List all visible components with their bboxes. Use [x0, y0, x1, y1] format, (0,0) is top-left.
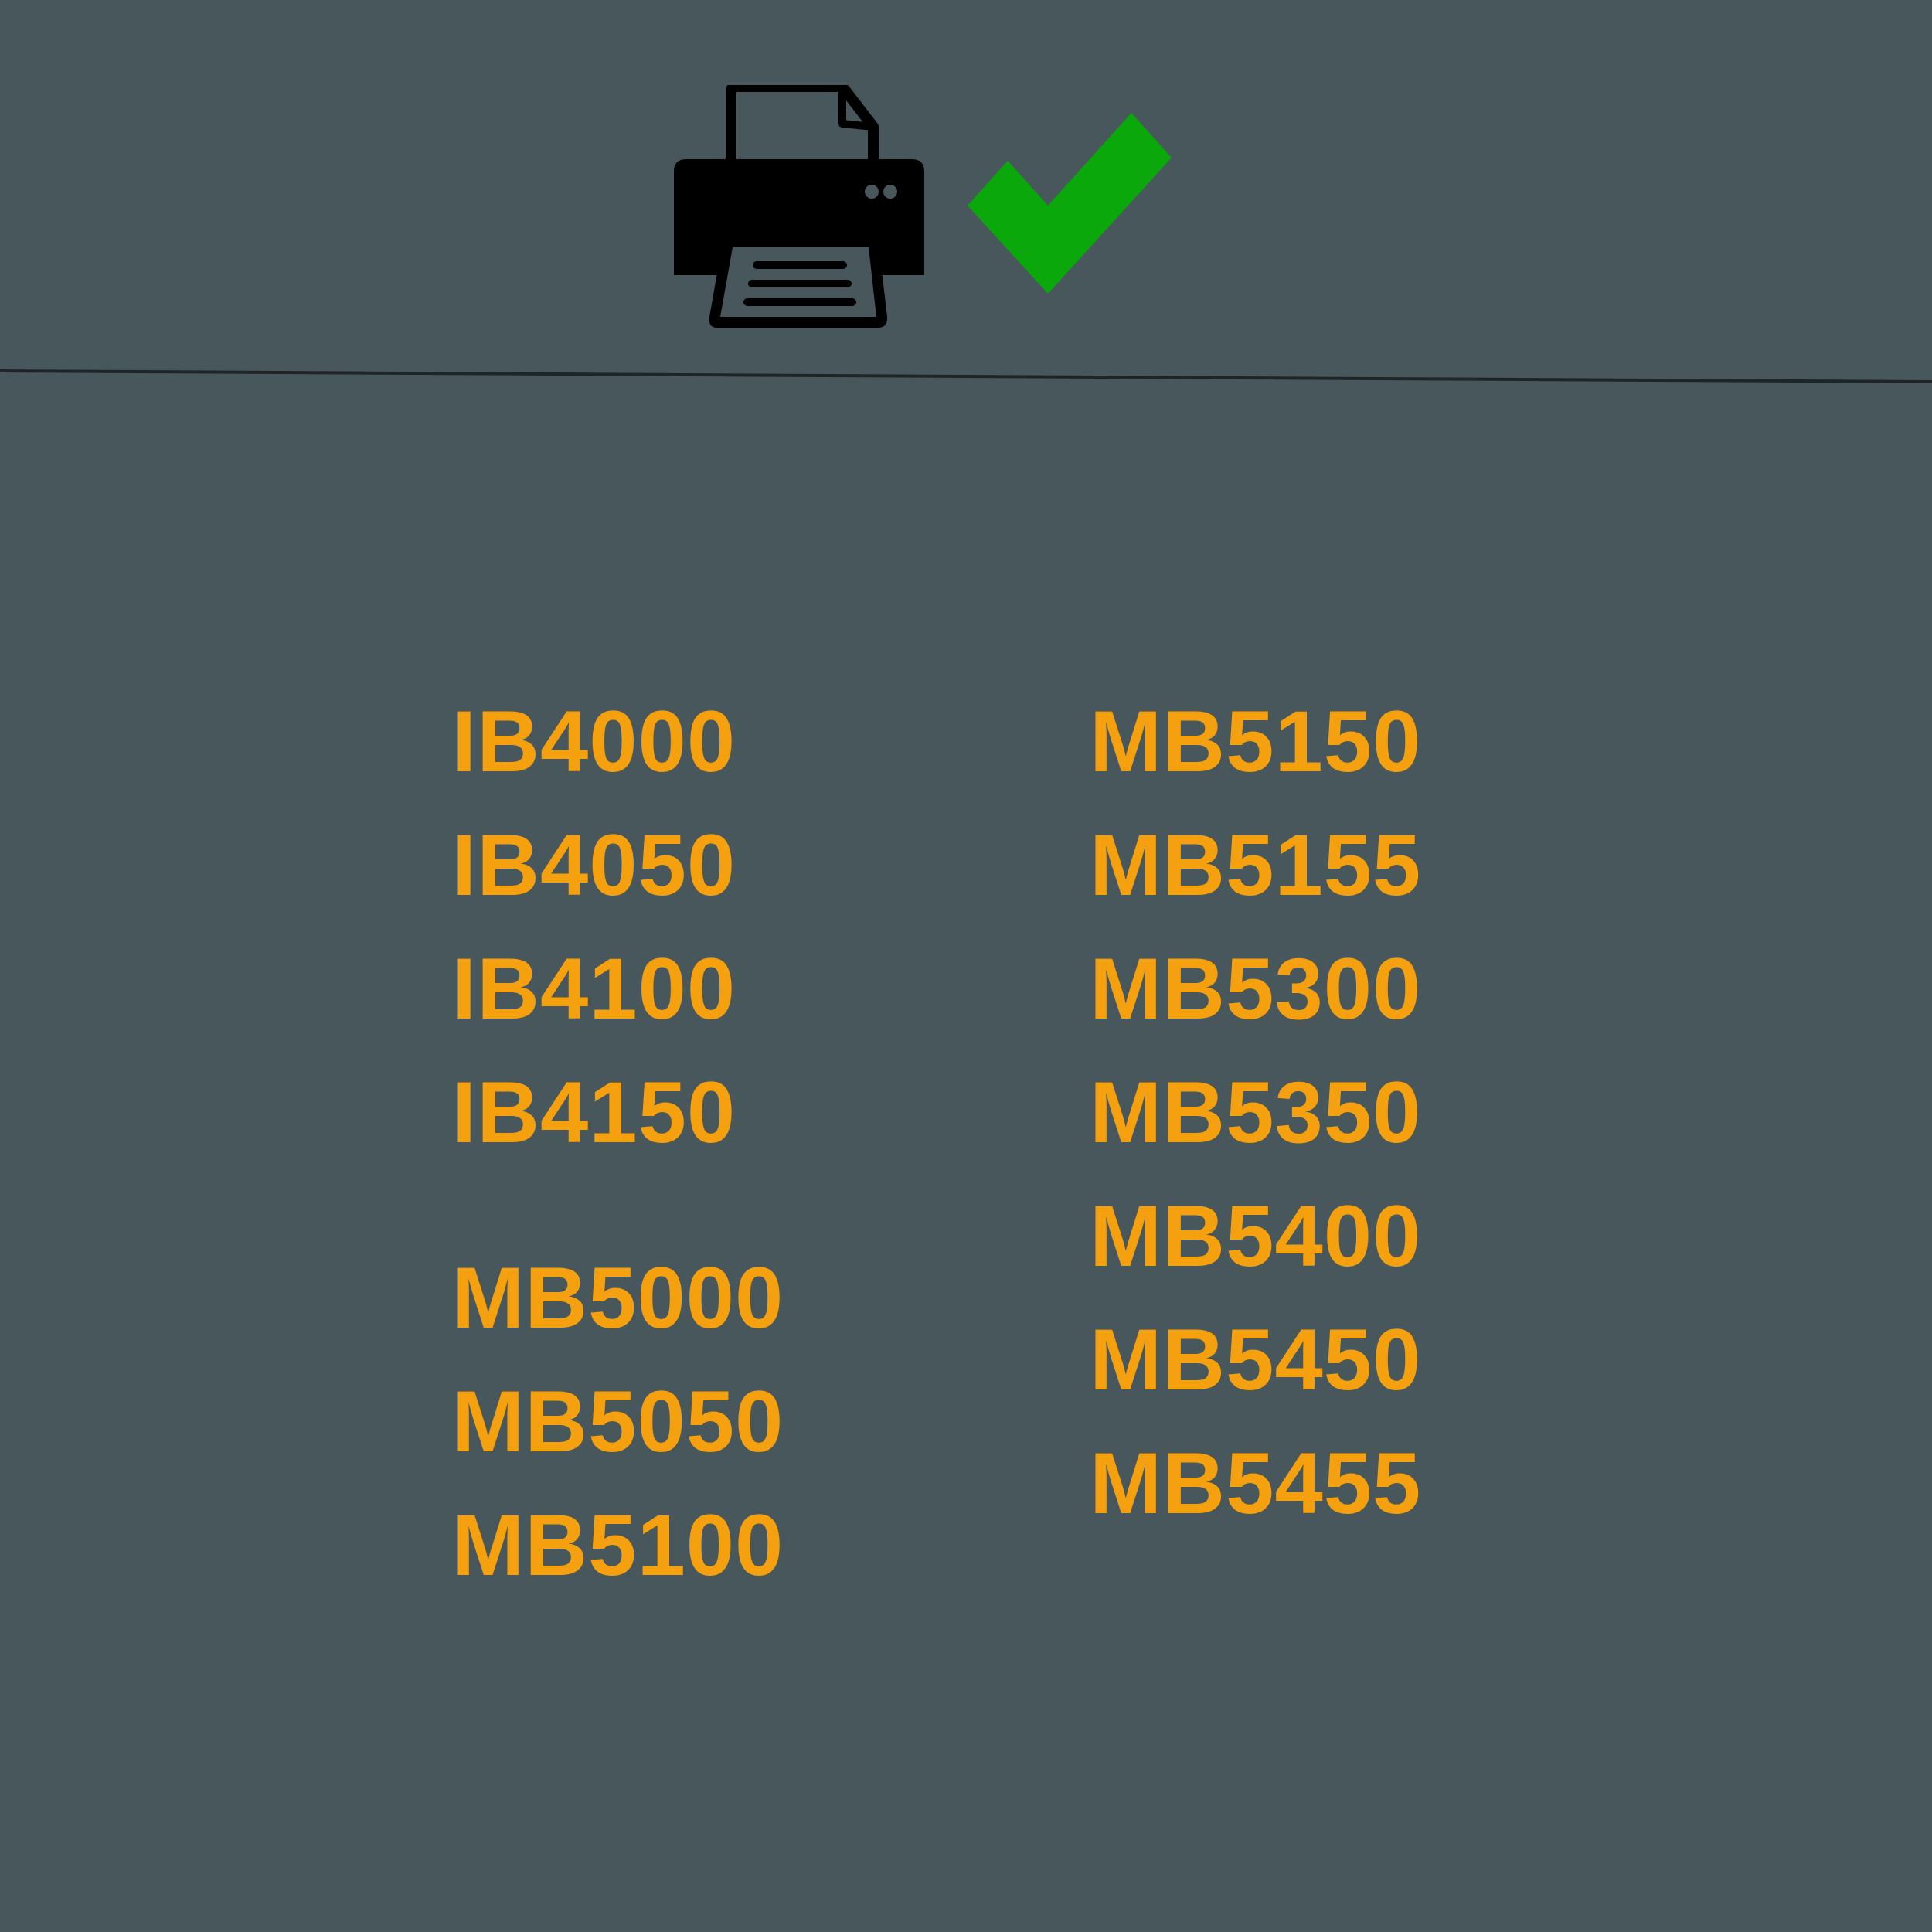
- model-item: MB5350: [1090, 1064, 1422, 1161]
- model-item: IB4150: [452, 1064, 736, 1161]
- printer-icon: [674, 85, 924, 328]
- model-list-right: MB5150 MB5155 MB5300 MB5350 MB5400 MB545…: [1090, 680, 1421, 1546]
- model-item: MB5155: [1090, 817, 1422, 913]
- model-item: MB5050: [452, 1373, 784, 1470]
- model-item: MB5450: [1090, 1311, 1422, 1408]
- checkmark-icon: [968, 113, 1172, 294]
- model-item: IB4100: [452, 940, 736, 1037]
- model-item: MB5300: [1090, 940, 1422, 1037]
- model-item: MB5000: [452, 1250, 784, 1346]
- model-item: MB5100: [452, 1497, 784, 1594]
- model-item: MB5455: [1090, 1435, 1422, 1532]
- model-item: MB5150: [1090, 693, 1422, 790]
- model-item: IB4050: [452, 817, 736, 913]
- model-list-left: IB4000 IB4050 IB4100 IB4150 MB5000 MB505…: [452, 680, 784, 1607]
- model-item: MB5400: [1090, 1188, 1422, 1284]
- header-icons: [0, 0, 1932, 371]
- model-item: IB4000: [452, 693, 736, 790]
- header-divider: [0, 369, 1932, 383]
